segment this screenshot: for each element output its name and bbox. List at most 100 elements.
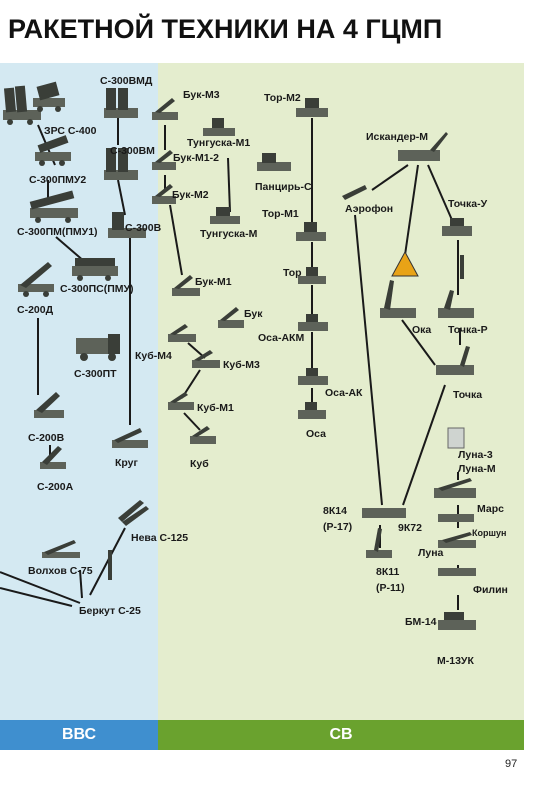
label-neva-s125: Нева С-125: [131, 532, 188, 544]
edge-left-berkut-lower: [0, 587, 73, 607]
label-osa: Оса: [306, 428, 326, 440]
label-korshun: Коршун: [472, 528, 506, 538]
label-zrs-s400: ЗРС С-400: [44, 125, 97, 137]
label-bm-14: БМ-14: [405, 616, 437, 628]
luna-launcher-icon: [438, 514, 474, 522]
missile-icon: [342, 185, 367, 200]
launcher-vehicle-icon: [104, 148, 138, 180]
label-tor: Тор: [283, 267, 302, 279]
wheeled-vehicle-icon: [298, 314, 328, 331]
label-tunguska-m1: Тунгуска-М1: [187, 137, 250, 149]
edge-volkhov-berkut: [79, 569, 83, 599]
label-mars: Марс: [477, 503, 504, 515]
label-volkhov-s75: Волхов С-75: [28, 565, 93, 577]
tracked-vehicle-icon: [296, 98, 328, 117]
sv-band: СВ: [158, 720, 524, 750]
edge-bukm2-bukm1: [169, 204, 183, 276]
label-tor-m2: Тор-М2: [264, 92, 301, 104]
label-tochka-r: Точка-Р: [448, 324, 488, 336]
vvs-band: ВВС: [0, 720, 158, 750]
krug-launcher-icon: [112, 428, 148, 448]
edge-tungm1-tungm: [227, 157, 231, 213]
label-tunguska-m: Тунгуска-М: [200, 228, 258, 240]
r11-launcher-icon: [366, 528, 392, 558]
label-s300vmd: С-300ВМД: [100, 75, 153, 87]
label-s200d: С-200Д: [17, 304, 54, 316]
label-s200a: С-200А: [37, 481, 74, 493]
missile-icon: [108, 550, 112, 580]
tochka-r-launcher-icon: [438, 290, 474, 318]
label-aerofon: Аэрофон: [345, 203, 393, 215]
label-s300pm: С-300ПМ(ПМУ1): [17, 226, 98, 238]
luna-launcher-icon: [434, 478, 476, 498]
label-luna: Луна: [418, 547, 444, 559]
label-s300v: С-300В: [125, 222, 162, 234]
label-tochka-u: Точка-У: [448, 198, 488, 210]
label-kub: Куб: [190, 458, 209, 470]
label-iskander-m: Искандер-М: [366, 131, 428, 143]
label-s300vm: С-300ВМ: [110, 145, 155, 157]
volkhov-launcher-icon: [42, 540, 80, 558]
tracked-vehicle-icon: [210, 207, 240, 224]
radar-vehicle-icon: [33, 81, 65, 112]
tracked-vehicle-icon: [172, 275, 200, 296]
tracked-vehicle-icon: [152, 150, 176, 170]
wheeled-vehicle-icon: [298, 402, 326, 419]
sv-background: [158, 63, 524, 720]
tracked-vehicle-icon: [152, 184, 176, 204]
tracked-vehicle-icon: [298, 267, 326, 284]
edge-tochka-9k72: [402, 384, 446, 506]
label-9k72: 9К72: [398, 522, 422, 534]
tracked-vehicle-icon: [190, 426, 216, 444]
edge-s300vm-s300v: [117, 179, 126, 216]
label-s200v: С-200В: [28, 432, 65, 444]
label-r11: (Р-11): [376, 582, 405, 594]
document-icon: [447, 427, 465, 449]
label-kub-m4: Куб-М4: [135, 350, 172, 362]
vehicle-silhouettes: [3, 81, 476, 630]
edge-kubm1-kub: [183, 412, 201, 431]
launcher-vehicle-icon: [35, 135, 71, 166]
tracked-vehicle-icon: [192, 350, 220, 368]
edge-iskander-oka: [404, 164, 419, 256]
wheeled-launcher-icon: [442, 218, 472, 236]
edge-iskander-aerofon: [371, 164, 409, 191]
label-kub-m3: Куб-М3: [223, 359, 260, 371]
tracked-vehicle-icon: [218, 307, 244, 328]
label-s300ps: С-300ПС(ПМУ): [60, 283, 134, 295]
truck-icon: [257, 153, 291, 171]
page-title: РАКЕТНОЙ ТЕХНИКИ НА 4 ГЦМП: [8, 14, 443, 44]
missile-icon: [460, 255, 464, 279]
luna-launcher-icon: [438, 532, 476, 548]
label-tochka: Точка: [453, 389, 482, 401]
label-berkut-s25: Беркут С-25: [79, 605, 141, 617]
tracked-vehicle-icon: [168, 324, 196, 342]
truck-icon: [76, 334, 120, 361]
bm14-launcher-icon: [438, 612, 476, 630]
edge-s300pm-s300ps: [55, 236, 86, 263]
label-buk: Бук: [244, 308, 263, 320]
label-8k11: 8К11: [376, 566, 400, 578]
oka-launcher-icon: [380, 280, 416, 318]
label-filin: Филин: [473, 584, 508, 596]
tracked-vehicle-icon: [296, 222, 326, 241]
launcher-vehicle-icon: [29, 190, 78, 223]
label-s300pt: С-300ПТ: [74, 368, 117, 380]
label-tor-m1: Тор-М1: [262, 208, 299, 220]
tochka-launcher-icon: [436, 346, 474, 375]
lineage-diagram: ЗРС С-400 С-300ПМУ2 С-300ПМ(ПМУ1) С-300П…: [0, 75, 508, 667]
label-luna-3: Луна-3: [458, 449, 493, 461]
edge-oka-tochka: [401, 319, 436, 366]
tracked-vehicle-icon: [203, 118, 235, 136]
tracked-vehicle-icon: [152, 98, 178, 120]
label-buk-m2: Бук-М2: [172, 189, 209, 201]
system-labels: ЗРС С-400 С-300ПМУ2 С-300ПМ(ПМУ1) С-300П…: [17, 75, 508, 667]
edge-iskander-tochkau: [427, 164, 453, 221]
edge-aerofon-8k14: [354, 214, 383, 506]
label-pantsir-s: Панцирь-С: [255, 181, 312, 193]
label-buk-m1-2: Бук-М1-2: [173, 152, 219, 164]
warning-sign-icon: [391, 250, 419, 277]
edge-left-berkut: [0, 571, 81, 604]
label-osa-ak: Оса-АК: [325, 387, 363, 399]
tracked-vehicle-icon: [168, 392, 194, 410]
